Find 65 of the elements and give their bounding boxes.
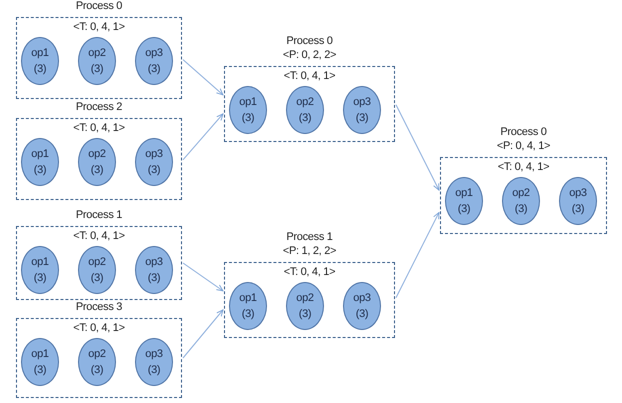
thread-label: <T: 0, 4, 1> [73,122,125,134]
thread-label: <T: 0, 4, 1> [73,21,125,33]
operation-label: op1 (3) [30,46,50,77]
partition-label: <P: 1, 2, 2> [282,245,336,257]
operation-label: op2 (3) [87,46,107,77]
operation-ellipse [286,282,324,330]
process-heading: Process 1 [76,209,122,221]
operation-label: op3 (3) [352,291,372,322]
process-heading: Process 1 [286,231,333,243]
operation-label: op1 (3) [30,347,50,378]
partition-label: <P: 0, 2, 2> [282,49,336,61]
operation-ellipse [21,246,59,294]
thread-label: <T: 0, 4, 1> [73,230,125,242]
operation-ellipse [78,246,116,294]
operation-label: op2 (3) [511,186,531,217]
operation-ellipse [135,338,173,386]
operation-ellipse [135,138,173,186]
operation-ellipse [78,338,116,386]
arrow [396,212,440,298]
operation-label: op3 (3) [568,186,588,217]
operation-label: op1 (3) [30,147,50,178]
operation-label: op3 (3) [352,95,372,126]
operation-ellipse [559,177,597,225]
operation-label: op2 (3) [87,255,107,286]
arrow [182,262,224,292]
operation-label: op3 (3) [144,255,164,286]
thread-label: <T: 0, 4, 1> [73,322,125,334]
operation-label: op2 (3) [295,291,315,322]
operation-ellipse [343,86,381,134]
operation-label: op1 (3) [238,291,258,322]
operation-ellipse [445,177,483,225]
process-heading: Process 3 [76,301,122,313]
arrow [182,309,224,358]
operation-label: op2 (3) [295,95,315,126]
operation-label: op2 (3) [87,347,107,378]
operation-ellipse [21,37,59,85]
operation-ellipse [229,86,267,134]
operation-ellipse [21,138,59,186]
partition-label: <P: 0, 4, 1> [496,140,550,152]
operation-ellipse [21,338,59,386]
arrow [182,59,224,96]
process-heading: Process 2 [76,101,122,113]
operation-ellipse [135,246,173,294]
operation-ellipse [135,37,173,85]
operation-label: op1 (3) [454,186,474,217]
arrow [396,104,440,191]
operation-ellipse [229,282,267,330]
process-heading: Process 0 [500,126,547,138]
operation-label: op3 (3) [144,46,164,77]
process-heading: Process 0 [286,35,333,47]
operation-label: op1 (3) [30,255,50,286]
thread-label: <T: 0, 4, 1> [498,161,550,173]
operation-ellipse [286,86,324,134]
arrow [182,113,224,160]
thread-label: <T: 0, 4, 1> [284,266,336,278]
operation-ellipse [502,177,540,225]
operation-ellipse [78,37,116,85]
operation-label: op1 (3) [238,95,258,126]
thread-label: <T: 0, 4, 1> [284,70,336,82]
operation-ellipse [343,282,381,330]
process-heading: Process 0 [76,0,122,12]
operation-ellipse [78,138,116,186]
operation-label: op3 (3) [144,147,164,178]
operation-label: op2 (3) [87,147,107,178]
operation-label: op3 (3) [144,347,164,378]
